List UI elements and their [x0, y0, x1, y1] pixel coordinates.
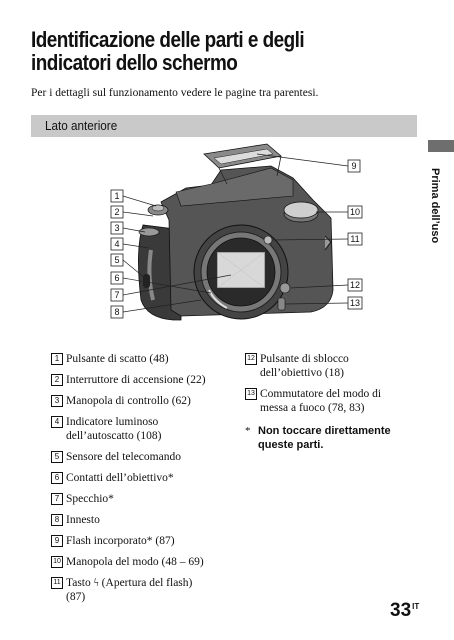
legend-text: messa a fuoco (78, 83) [260, 402, 365, 414]
callout-2: 2 [110, 205, 124, 219]
legend-text: Sensore del telecomando [66, 451, 181, 463]
callout-leaders [122, 153, 349, 313]
callout-5: 5 [110, 253, 124, 267]
callout-11: 11 [347, 232, 363, 246]
callout-12: 12 [347, 278, 363, 292]
callout-8: 8 [110, 305, 124, 319]
intro-text: Per i dettagli sul funzionamento vedere … [31, 87, 319, 99]
page-number: 33IT [390, 600, 419, 622]
side-label: Prima dell’uso [429, 168, 441, 244]
title-line-2: indicatori dello schermo [31, 50, 238, 75]
callout-7: 7 [110, 288, 124, 302]
legend-text: Commutatore del modo di [260, 388, 382, 400]
callout-label-1: 1 [114, 191, 119, 201]
callout-label-3: 3 [114, 223, 119, 233]
callout-3: 3 [110, 221, 124, 235]
callout-label-8: 8 [114, 307, 119, 317]
callout-label-10: 10 [350, 207, 360, 217]
note-text-line-1: Non toccare direttamente [258, 425, 391, 437]
legend-text: Contatti dell’obiettivo* [66, 472, 174, 484]
page-number-suffix: IT [412, 602, 420, 611]
legend-number: 10 [51, 556, 63, 568]
note-asterisk: * [245, 425, 251, 437]
page-title: Identificazione delle parti e degli indi… [31, 28, 349, 74]
callout-label-5: 5 [114, 255, 119, 265]
section-title: Lato anteriore [45, 118, 118, 133]
side-tab-marker [428, 140, 454, 152]
legend-number: 1 [51, 353, 63, 365]
legend-text: dell’obiettivo (18) [260, 367, 344, 379]
legend-number: 8 [51, 514, 63, 526]
legend-number: 2 [51, 374, 63, 386]
title-line-1: Identificazione delle parti e degli [31, 27, 305, 52]
callout-label-9: 9 [351, 161, 356, 171]
callout-4: 4 [110, 237, 124, 251]
legend-text: Manopola di controllo (62) [66, 395, 191, 407]
callout-9: 9 [347, 159, 361, 173]
legend-text: Flash incorporato* (87) [66, 535, 175, 547]
callout-label-4: 4 [114, 239, 119, 249]
callout-10: 10 [347, 205, 363, 219]
legend-text: Indicatore luminoso [66, 416, 159, 428]
page-number-value: 33 [390, 600, 412, 621]
legend-text: dell’autoscatto (108) [66, 430, 162, 442]
legend-text: Interruttore di accensione (22) [66, 374, 206, 386]
callout-6: 6 [110, 271, 124, 285]
camera-illustration [138, 143, 334, 321]
callout-label-11: 11 [350, 234, 359, 244]
section-header: Lato anteriore [31, 115, 417, 137]
camera-front-diagram: 1 2 3 4 5 6 7 8 9 10 11 12 13 [110, 143, 363, 321]
legend-number: 4 [51, 416, 63, 428]
callout-13: 13 [347, 296, 363, 310]
callout-label-13: 13 [350, 298, 360, 308]
note-text-line-2: queste parti. [258, 439, 324, 451]
callout-label-6: 6 [114, 273, 119, 283]
callout-label-7: 7 [114, 290, 119, 300]
legend-number: 7 [51, 493, 63, 505]
legend-text: Innesto [66, 514, 100, 526]
legend-number: 11 [51, 577, 63, 589]
legend-text: (87) [66, 591, 86, 603]
legend-number: 3 [51, 395, 63, 407]
legend-text: Specchio* [66, 493, 114, 505]
legend-number: 9 [51, 535, 63, 547]
callout-1: 1 [110, 189, 124, 203]
legend-text: Pulsante di sblocco [260, 353, 349, 365]
legend-text: Pulsante di scatto (48) [66, 353, 169, 365]
legend-number: 12 [245, 353, 257, 365]
callout-label-12: 12 [350, 280, 360, 290]
legend-text: Tasto ϟ (Apertura del flash) [66, 577, 193, 589]
legend-number: 6 [51, 472, 63, 484]
legend-number: 5 [51, 451, 63, 463]
callout-label-2: 2 [114, 207, 119, 217]
legend-text: Manopola del modo (48 – 69) [66, 556, 204, 568]
legend-number: 13 [245, 388, 257, 400]
